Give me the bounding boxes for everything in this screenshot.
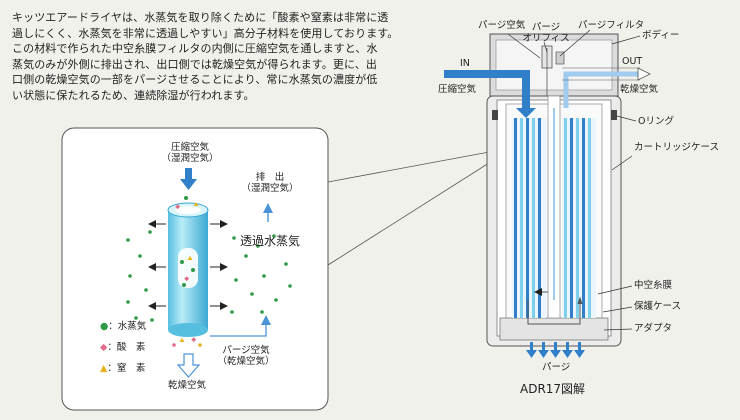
oxygen-symbol: ◆ <box>100 342 108 353</box>
permeation-arrows <box>148 220 228 310</box>
label-line: （乾燥空気） <box>217 356 275 367</box>
o-ring-label: Oリング <box>638 116 674 127</box>
description-line: い状態に保たれるため、連続除湿が行われます。 <box>12 88 255 102</box>
purge-air-path <box>210 315 271 337</box>
description-line: 蒸気のみが外側に排出され、出口側では乾燥空気が得られます。更に、出 <box>12 57 377 71</box>
exhaust-label: 排 出 （湿潤空気） <box>240 172 300 194</box>
description-line: キッツエアードライヤは、水蒸気を取り除くために「酸素や窒素は非常に透 <box>12 11 389 24</box>
dry-air-label: 乾燥空気 <box>168 380 207 391</box>
label-line: オリフィス <box>522 33 570 44</box>
adapter-label: アダプタ <box>634 323 673 334</box>
outlet-dry-air-label: 乾燥空気 <box>620 84 659 95</box>
legend: ●：水蒸気 ◆：酸 素 ▲：窒 素 <box>100 316 146 379</box>
label-line: パージ空気 <box>222 345 270 356</box>
label-line: 排 出 <box>255 172 285 183</box>
permeating-vapor-label: 透過水蒸気 <box>240 234 301 248</box>
description-line: 口側の乾燥空気の一部をパージさせることにより、常に水蒸気の濃度が低 <box>12 73 378 87</box>
inlet-flow <box>444 70 536 118</box>
outlet-flow <box>562 67 651 108</box>
description-line: この材料で作られた中空糸膜フィルタの内側に圧縮空気を通しますと、水 <box>12 42 378 56</box>
purge-air-top-label: パージ空気 <box>478 20 526 31</box>
compressed-air-label: 圧縮空気 （湿潤空気） <box>160 142 220 164</box>
legend-label: ：酸 素 <box>107 342 146 353</box>
hollow-fiber-tube <box>167 202 209 337</box>
body-label: ボディー <box>642 30 680 41</box>
description-paragraph: キッツエアードライヤは、水蒸気を取り除くために「酸素や窒素は非常に透 過しにくく… <box>12 10 422 104</box>
compressed-air-arrow <box>180 168 197 190</box>
purge-filter-label: パージフィルタ <box>578 20 645 31</box>
legend-label: ：水蒸気 <box>108 321 147 332</box>
fiber-bundle <box>512 95 596 319</box>
internal-flow-arrows <box>527 288 583 325</box>
legend-item-oxygen: ◆：酸 素 <box>100 337 146 358</box>
label-line: （湿潤空気） <box>161 153 219 164</box>
inner-molecules <box>172 196 202 347</box>
purge-bottom-label: パージ <box>542 362 571 373</box>
purge-exhaust-arrows <box>526 342 585 358</box>
purge-air-label: パージ空気 （乾燥空気） <box>214 345 278 367</box>
description-line: 過しにくく、水蒸気を非常に透過しやすい」高分子材料を使用しております。 <box>12 26 399 40</box>
nitrogen-symbol: ▲ <box>100 363 108 374</box>
callout-pointer <box>327 149 501 266</box>
cartridge-case-label: カートリッジケース <box>634 142 720 153</box>
leader-lines <box>507 29 641 331</box>
label-line: パージ <box>531 22 561 33</box>
hollow-fiber-label: 中空糸膜 <box>634 280 673 291</box>
purge-orifice-label: パージ オリフィス <box>522 22 570 44</box>
legend-label: ：窒 素 <box>107 363 146 374</box>
in-label: IN <box>460 58 470 69</box>
label-line: 圧縮空気 <box>170 142 209 153</box>
figure-caption: ADR17図解 <box>520 382 586 396</box>
label-line: （湿潤空気） <box>241 183 299 194</box>
out-label: OUT <box>622 56 643 67</box>
inlet-compressed-air-label: 圧縮空気 <box>438 84 477 95</box>
legend-item-nitrogen: ▲：窒 素 <box>100 358 146 379</box>
protective-case-label: 保護ケース <box>634 301 682 312</box>
water-vapor-dots <box>126 230 292 322</box>
dry-air-arrow <box>176 353 201 378</box>
water-vapor-symbol: ● <box>100 321 109 332</box>
legend-item-water: ●：水蒸気 <box>100 316 146 337</box>
purge-orifice <box>541 45 565 96</box>
